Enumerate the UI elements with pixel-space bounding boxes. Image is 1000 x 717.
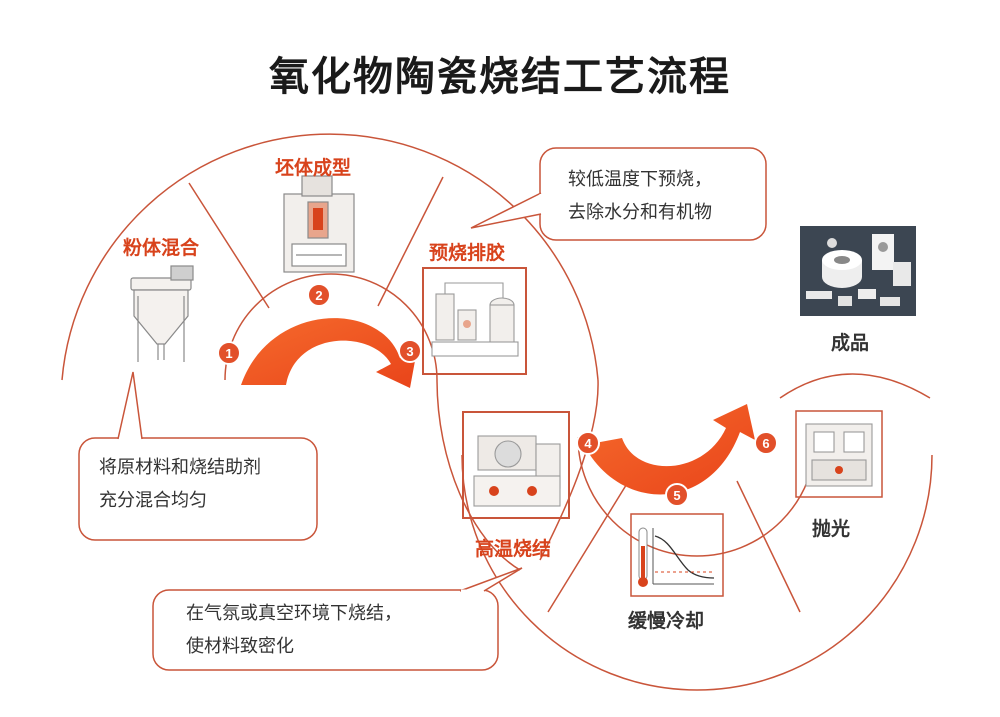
callout-mixing-line-2: 充分混合均匀 <box>99 490 207 511</box>
lower-arch-outer <box>461 454 933 691</box>
arch-divider-3 <box>547 481 629 613</box>
arch-divider-4 <box>736 480 801 613</box>
upper-flow-arrow <box>241 318 417 388</box>
step-badge-4: 4 <box>576 431 600 455</box>
callout-sintering-line-2: 使材料致密化 <box>186 636 294 657</box>
debinding-equipment-icon <box>431 282 519 357</box>
page-title: 氧化物陶瓷烧结工艺流程 <box>269 54 731 100</box>
step-label-powder-mixing: 粉体混合 <box>123 237 200 259</box>
connector-outer <box>539 379 599 561</box>
step-badge-5: 5 <box>665 483 689 507</box>
step-badge-2: 2 <box>307 283 331 307</box>
step-label-polishing: 抛光 <box>812 518 851 540</box>
callout-mixing-line-1: 将原材料和烧结助剂 <box>99 457 261 478</box>
polishing-machine-icon <box>805 423 873 487</box>
lower-arch <box>461 373 933 691</box>
step-label-debinding: 预烧排胶 <box>429 242 506 264</box>
finished-ceramic-parts-icon <box>800 226 916 316</box>
callout-debinding-line-1: 较低温度下预烧， <box>568 169 712 190</box>
callout-debinding-text: 较低温度下预烧， 去除水分和有机物 <box>568 163 712 229</box>
arch-divider-1 <box>188 182 270 309</box>
arch-divider-2 <box>377 176 444 307</box>
press-machine-icon <box>283 175 355 273</box>
connector-lines <box>436 379 599 571</box>
svg-text:2: 2 <box>315 288 322 303</box>
step-badge-1: 1 <box>217 341 241 365</box>
upper-arch-outer <box>61 133 599 381</box>
debinding-frame <box>422 267 527 375</box>
upper-arch-inner <box>224 273 438 381</box>
mixer-icon <box>130 265 194 362</box>
sintering-furnace-icon <box>473 435 561 507</box>
svg-text:4: 4 <box>584 436 592 451</box>
callout-sintering-box <box>152 567 523 671</box>
svg-text:5: 5 <box>673 488 680 503</box>
svg-text:6: 6 <box>762 436 769 451</box>
sintering-frame <box>462 411 570 519</box>
final-product-label: 成品 <box>831 332 870 354</box>
connector-inner <box>436 379 521 571</box>
cooling-frame <box>630 513 724 597</box>
step-label-green-forming: 坯体成型 <box>275 157 352 179</box>
step-label-slow-cooling: 缓慢冷却 <box>628 610 705 632</box>
step-badge-6: 6 <box>754 431 778 455</box>
step-badges: 1 2 3 4 5 6 <box>217 283 778 507</box>
callout-sintering-line-1: 在气氛或真空环境下烧结， <box>186 603 402 624</box>
svg-text:3: 3 <box>406 344 413 359</box>
callout-mixing-text: 将原材料和烧结助剂 充分混合均匀 <box>99 451 261 517</box>
lower-arch-inner <box>577 436 817 557</box>
step-label-sintering: 高温烧结 <box>475 538 552 560</box>
callout-sintering-text: 在气氛或真空环境下烧结， 使材料致密化 <box>186 597 402 663</box>
upper-arch <box>61 133 599 381</box>
polishing-frame <box>795 410 883 498</box>
step-badge-3: 3 <box>398 339 422 363</box>
callout-debinding-box <box>470 147 767 241</box>
svg-text:1: 1 <box>225 346 232 361</box>
lower-flow-arrow <box>584 404 755 495</box>
callout-mixing-box <box>78 371 318 541</box>
callout-debinding-line-2: 去除水分和有机物 <box>568 202 712 223</box>
lower-arch-extension <box>779 373 931 399</box>
cooling-curve-icon <box>638 527 715 587</box>
